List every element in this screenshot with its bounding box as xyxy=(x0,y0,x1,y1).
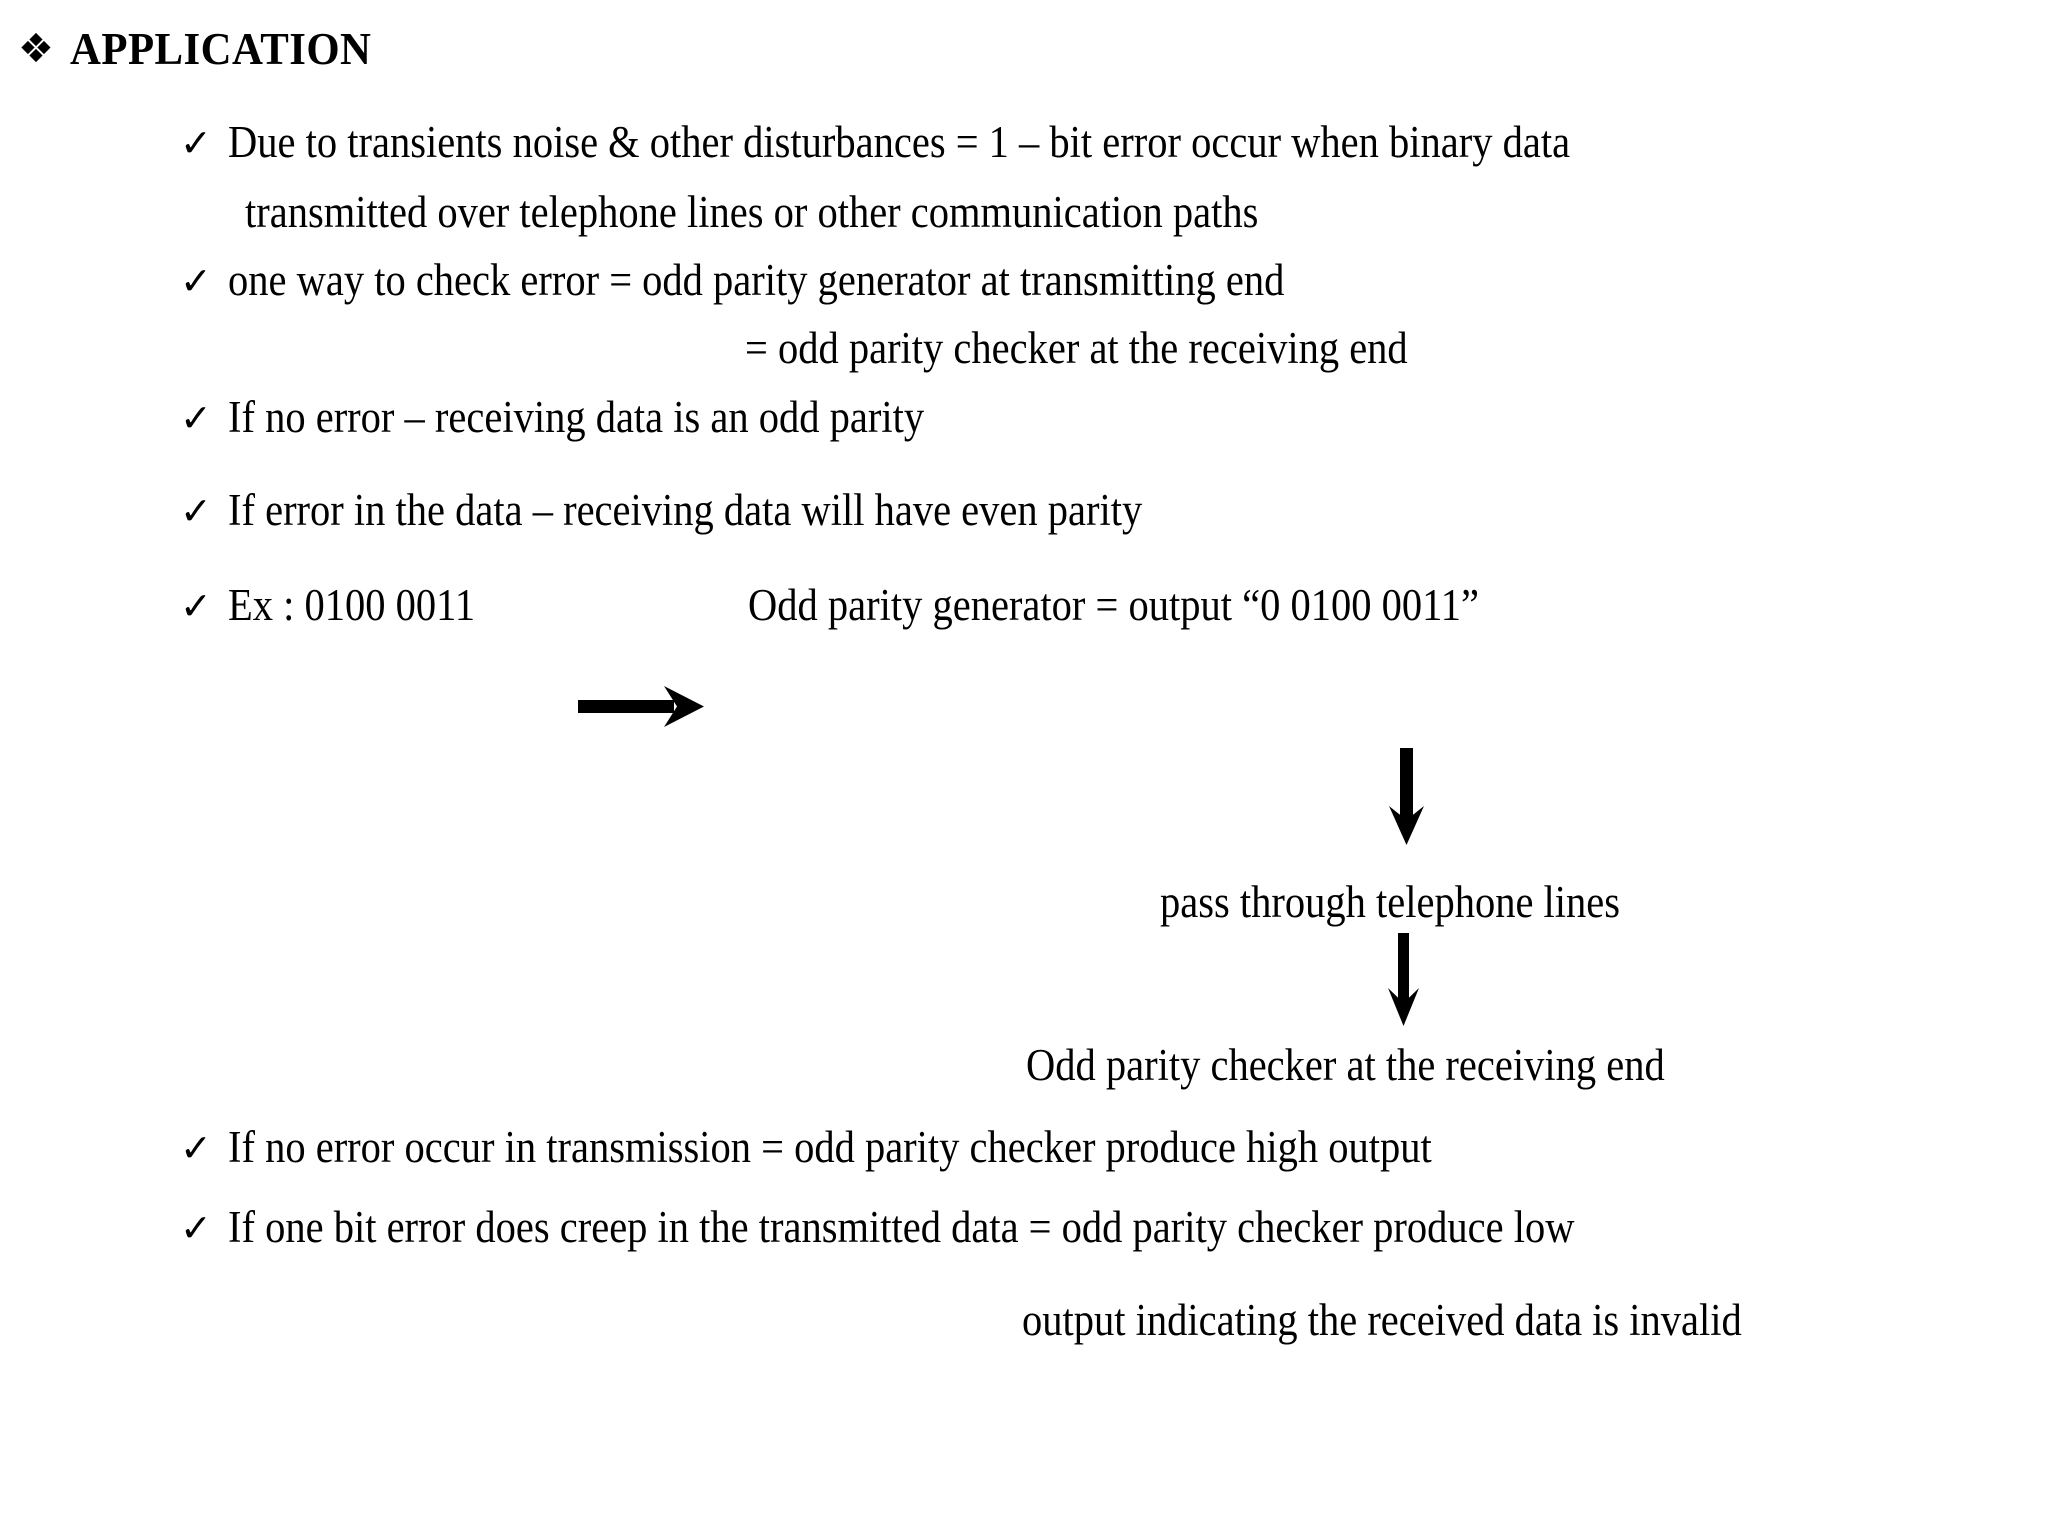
list-item-text: If one bit error does creep in the trans… xyxy=(227,1202,1575,1252)
list-item-one-way-to-check: ✓ one way to check error = odd parity ge… xyxy=(180,258,1402,303)
check-icon: ✓ xyxy=(180,121,212,165)
list-item-if-no-error-occur: ✓ If no error occur in transmission = od… xyxy=(180,1125,1565,1170)
check-icon: ✓ xyxy=(180,396,212,440)
flow-step-text: Odd parity checker at the receiving end xyxy=(1026,1040,1665,1090)
list-item-text: If no error occur in transmission = odd … xyxy=(227,1122,1432,1172)
slide-title: ❖ APPLICATION xyxy=(18,22,394,75)
right-arrow-icon xyxy=(578,676,708,743)
page-title: APPLICATION xyxy=(69,23,372,74)
flow-step-text: pass through telephone lines xyxy=(1160,877,1621,927)
down-arrow-icon-2 xyxy=(1385,933,1425,1034)
list-item-text: = odd parity checker at the receiving en… xyxy=(745,323,1408,373)
list-item-transients-noise: ✓ Due to transients noise & other distur… xyxy=(180,120,1719,165)
check-icon: ✓ xyxy=(180,489,212,533)
list-item-text: one way to check error = odd parity gene… xyxy=(227,255,1285,305)
list-item-text: output indicating the received data is i… xyxy=(1022,1295,1742,1345)
flow-step-pass-through: pass through telephone lines xyxy=(1160,880,1671,925)
flow-step-checker: Odd parity checker at the receiving end xyxy=(1026,1043,1736,1088)
down-arrow-icon-1 xyxy=(1386,748,1430,853)
check-icon: ✓ xyxy=(180,1126,212,1170)
list-item-text: transmitted over telephone lines or othe… xyxy=(245,187,1259,237)
list-item-if-no-error: ✓ If no error – receiving data is an odd… xyxy=(180,395,1001,440)
list-item-one-way-to-check-cont: = odd parity checker at the receiving en… xyxy=(745,326,1481,371)
example-generator-output: Odd parity generator = output “0 0100 00… xyxy=(748,583,1560,628)
fleuron-bullet-icon: ❖ xyxy=(18,26,54,72)
list-item-text: If no error – receiving data is an odd p… xyxy=(227,392,924,442)
list-item-text: Odd parity generator = output “0 0100 00… xyxy=(748,580,1480,630)
list-item-if-one-bit-error-cont: output indicating the received data is i… xyxy=(1022,1298,1822,1343)
list-item-text: If error in the data – receiving data wi… xyxy=(227,485,1143,535)
list-item-transients-noise-cont: transmitted over telephone lines or othe… xyxy=(245,190,1371,235)
list-item-text: Ex : 0100 0011 xyxy=(227,580,475,630)
list-item-example: ✓ Ex : 0100 0011 xyxy=(180,583,502,628)
check-icon: ✓ xyxy=(180,259,212,303)
check-icon: ✓ xyxy=(180,584,212,628)
list-item-if-one-bit-error: ✓ If one bit error does creep in the tra… xyxy=(180,1205,1724,1250)
list-item-text: Due to transients noise & other disturba… xyxy=(227,117,1570,167)
check-icon: ✓ xyxy=(180,1206,212,1250)
list-item-if-error-in-data: ✓ If error in the data – receiving data … xyxy=(180,488,1244,533)
